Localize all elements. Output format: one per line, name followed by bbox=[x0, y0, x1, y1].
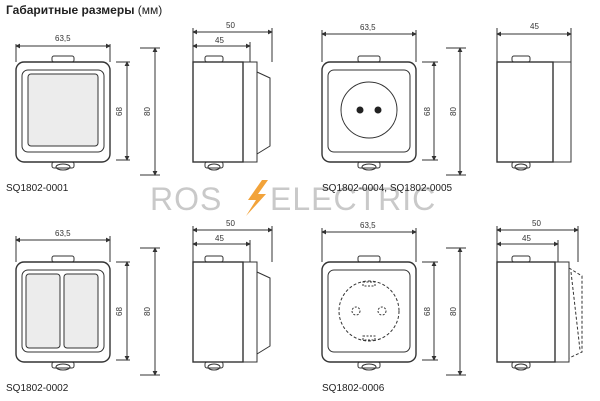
watermark-logo: ROS ELECTRIC bbox=[150, 180, 436, 217]
dim-depth-inner-label: 45 bbox=[215, 234, 224, 243]
dim-inner-height-label: 68 bbox=[115, 107, 124, 116]
double-switch-front-view: 63,5 68 80 bbox=[15, 229, 160, 376]
socket-side-view: 45 bbox=[496, 22, 572, 171]
dim-width-label: 63,5 bbox=[360, 221, 376, 230]
dim-depth-outer-label: 50 bbox=[226, 21, 235, 30]
single-switch-side-view: 50 45 bbox=[192, 21, 273, 171]
code-socket-ground: SQ1802-0006 bbox=[322, 383, 385, 394]
page-title: Габаритные размеры (мм) bbox=[6, 3, 163, 17]
dim-depth-inner-label: 45 bbox=[215, 36, 224, 45]
code-single-switch: SQ1802-0001 bbox=[6, 183, 69, 194]
dim-outer-height-label: 80 bbox=[143, 107, 152, 116]
code-double-switch: SQ1802-0002 bbox=[6, 383, 69, 394]
dim-inner-height-label: 68 bbox=[423, 107, 432, 116]
dim-depth-inner-label: 45 bbox=[522, 234, 531, 243]
socket-ground-front-view: 63,5 68 80 bbox=[321, 221, 466, 376]
dim-outer-height-label: 80 bbox=[449, 307, 458, 316]
lightning-bolt-icon bbox=[246, 180, 268, 216]
dim-inner-height-label: 68 bbox=[115, 307, 124, 316]
dim-depth-outer-label: 50 bbox=[226, 219, 235, 228]
dim-outer-height-label: 80 bbox=[143, 307, 152, 316]
dim-inner-height-label: 68 bbox=[423, 307, 432, 316]
watermark-left-text: ROS bbox=[150, 181, 222, 217]
double-switch-side-view: 50 45 bbox=[192, 219, 273, 371]
code-socket: SQ1802-0004, SQ1802-0005 bbox=[322, 183, 453, 194]
dim-depth-label: 45 bbox=[530, 22, 539, 31]
socket-ground-side-view: 50 45 bbox=[496, 219, 583, 371]
socket-front-view: 63,5 68 80 bbox=[321, 23, 466, 176]
unit-label: (мм) bbox=[137, 3, 163, 17]
dim-outer-height-label: 80 bbox=[449, 107, 458, 116]
dim-width-label: 63,5 bbox=[55, 34, 71, 43]
dim-depth-outer-label: 50 bbox=[532, 219, 541, 228]
dim-width-label: 63,5 bbox=[55, 229, 71, 238]
watermark-right-text: ELECTRIC bbox=[270, 181, 436, 217]
dim-width-label: 63,5 bbox=[360, 23, 376, 32]
single-switch-front-view: 63,5 68 80 bbox=[15, 34, 160, 176]
